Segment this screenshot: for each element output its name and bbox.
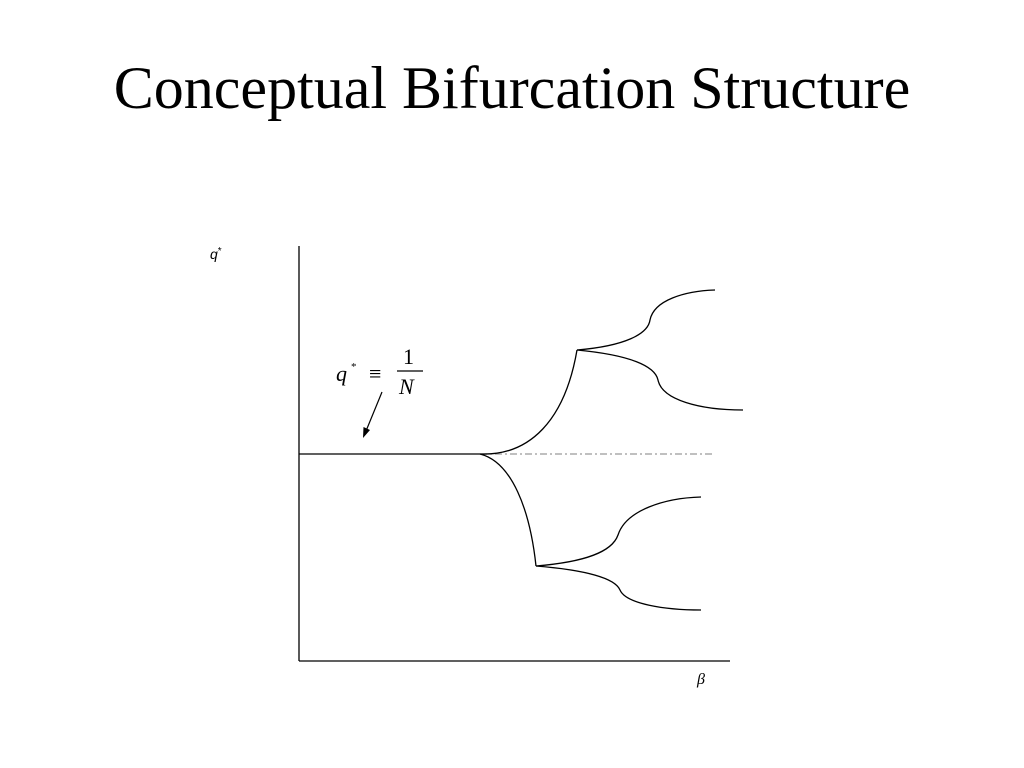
annotation-formula: q * ≡ 1 N [336, 344, 423, 399]
formula-lhs: q [336, 361, 347, 386]
lower-branch [479, 453, 537, 567]
x-axis-label: β [696, 671, 705, 688]
upper-bottom-sub-branch [576, 349, 744, 411]
upper-branch [479, 349, 578, 455]
slide-title: Conceptual Bifurcation Structure [113, 55, 911, 121]
formula-denominator: N [398, 374, 415, 399]
annotation-arrow [363, 391, 383, 438]
lower-top-sub-branch [535, 496, 702, 567]
formula-lhs-sup: * [351, 361, 357, 373]
formula-numerator: 1 [403, 344, 414, 369]
upper-top-sub-branch [576, 289, 716, 351]
y-axis-label: q* [210, 246, 222, 262]
formula-operator: ≡ [369, 361, 381, 386]
lower-bottom-sub-branch [535, 565, 702, 611]
